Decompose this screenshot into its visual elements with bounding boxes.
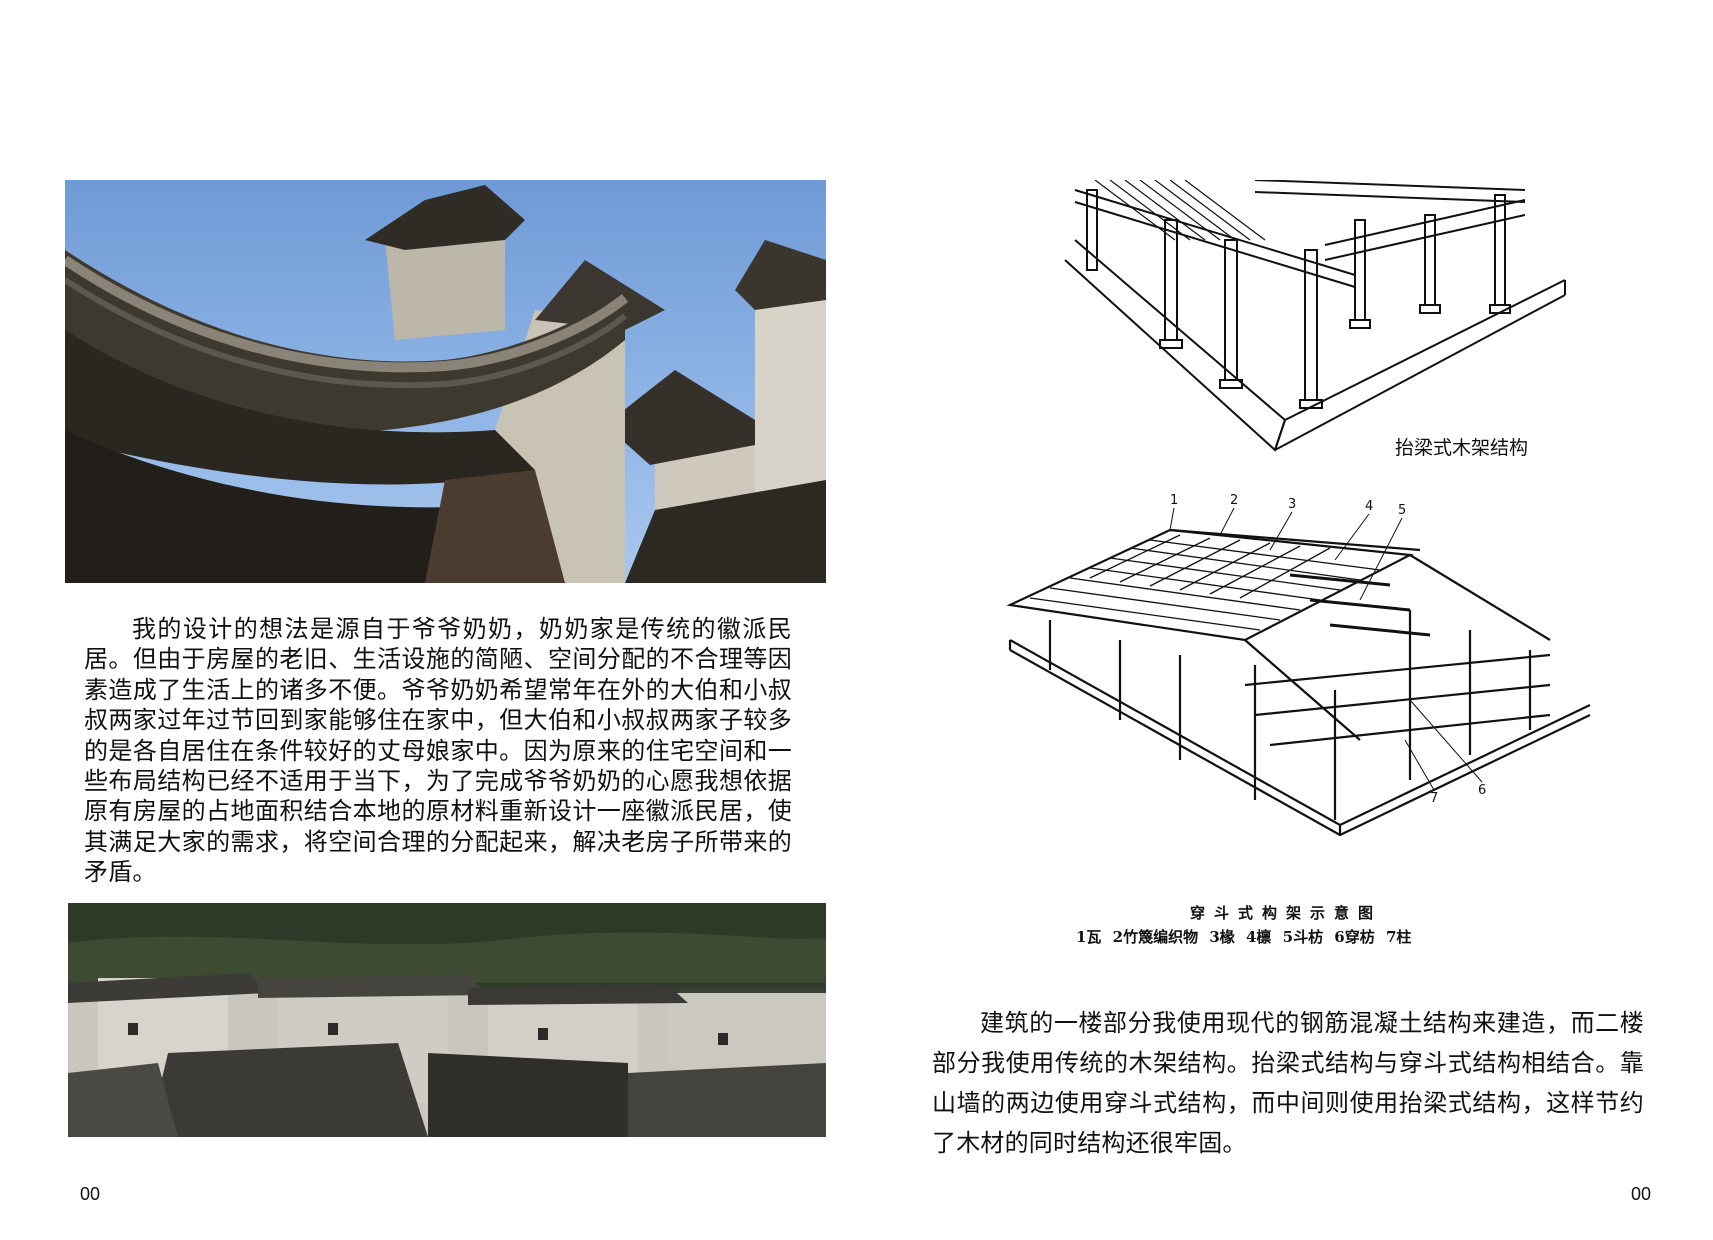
structure-paragraph: 建筑的一楼部分我使用现代的钢筋混凝土结构来建造，而二楼部分我使用传统的木架结构。… — [932, 1003, 1644, 1163]
diagram-label-6: 6 — [1478, 783, 1486, 798]
design-idea-text: 我的设计的想法是源自于爷爷奶奶，奶奶家是传统的徽派民居。但由于房屋的老旧、生活设… — [84, 615, 792, 887]
chuandou-frame-diagram: 1 2 3 4 5 6 7 — [990, 490, 1600, 880]
diagram-label-3: 3 — [1288, 497, 1296, 512]
tailiang-frame-diagram — [1055, 179, 1575, 460]
diagram-label-4: 4 — [1365, 499, 1373, 514]
village-rooftops-illustration — [68, 903, 826, 1137]
chuandou-frame-drawing: 1 2 3 4 5 6 7 — [1006, 493, 1591, 837]
diagram-label-5: 5 — [1398, 503, 1406, 518]
structure-text: 建筑的一楼部分我使用现代的钢筋混凝土结构来建造，而二楼部分我使用传统的木架结构。… — [932, 1009, 1644, 1157]
chuandou-caption-legend: 1瓦 2竹篾编织物 3椽 4檩 5斗枋 6穿枋 7柱 — [1076, 928, 1412, 946]
diagram-label-7: 7 — [1430, 791, 1438, 806]
huizhou-roof-illustration — [65, 185, 826, 583]
diagram-label-2: 2 — [1230, 493, 1238, 508]
page-number-right: 00 — [1631, 1184, 1652, 1204]
tailiang-frame-drawing — [1064, 179, 1566, 452]
chuandou-caption-title: 穿斗式构架示意图 — [1190, 904, 1383, 922]
huizhou-roof-photo — [65, 180, 826, 583]
design-idea-paragraph: 我的设计的想法是源自于爷爷奶奶，奶奶家是传统的徽派民居。但由于房屋的老旧、生活设… — [84, 614, 792, 888]
page-number-left: 00 — [80, 1184, 101, 1204]
huizhou-village-photo — [68, 903, 826, 1137]
diagram-label-1: 1 — [1170, 493, 1178, 508]
tailiang-caption: 抬梁式木架结构 — [1395, 438, 1529, 459]
